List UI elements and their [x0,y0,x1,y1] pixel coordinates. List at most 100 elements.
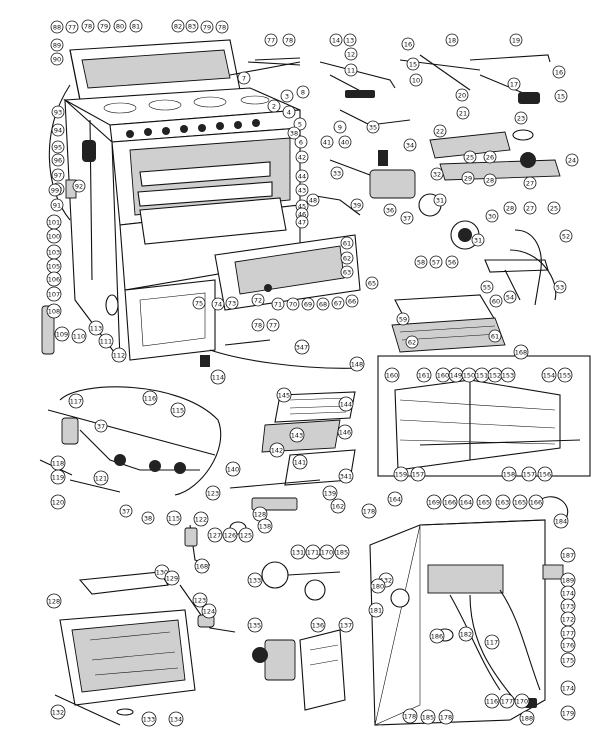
part-callout: 37 [119,504,133,518]
part-number: 29 [464,174,472,182]
part-number: 107 [48,290,60,298]
part-number: 143 [291,431,303,439]
part-callout: 79 [97,19,111,33]
part-number: 125 [240,531,252,539]
part-callout: 37 [94,419,108,433]
part-callout: 184 [553,513,569,529]
part-callout: 110 [71,328,87,344]
part-callout: 10 [409,73,423,87]
part-callout: 116 [484,693,500,709]
part-callout: 181 [368,602,384,618]
part-callout: 143 [289,427,305,443]
part-number: 77 [68,23,76,31]
part-number: 153 [502,371,514,379]
part-number: 45 [298,202,306,210]
part-callout: 90 [50,52,64,66]
part-number: 126 [224,531,236,539]
part-number: 94 [54,126,62,134]
part-number: 82 [174,22,182,30]
part-callout: 115 [170,402,186,418]
part-number: 110 [73,332,85,340]
part-number: 62 [408,338,416,346]
part-callout: 182 [458,626,474,642]
part-number: 16 [404,40,412,48]
part-number: 168 [196,562,208,570]
part-callout: 119 [50,469,66,485]
part-number: 115 [172,406,184,414]
part-callout: 19 [509,33,523,47]
part-number: 164 [460,498,472,506]
part-callout: 165 [512,494,528,510]
part-callout: 133 [141,711,157,727]
part-number: 166 [530,498,542,506]
part-callout: 7 [237,71,251,85]
part-callout: 52 [559,229,573,243]
part-number: 109 [56,330,68,338]
part-callout: 125 [238,527,254,543]
part-callout: 5 [293,117,307,131]
part-number: 15 [409,60,417,68]
part-callout: 31 [471,233,485,247]
part-number: 70 [289,300,297,308]
part-number: 27 [526,179,534,187]
part-number: 116 [144,394,156,402]
part-number: 148 [351,360,363,368]
part-callout: 93 [51,105,65,119]
part-callout: 179 [560,705,576,721]
part-callout: 83 [185,19,199,33]
part-callout: 159 [393,466,409,482]
part-callout: 160 [435,367,451,383]
part-callout: 117 [484,634,500,650]
part-callout: 155 [557,367,573,383]
part-number: 2 [272,102,276,110]
part-callout: 117 [68,393,84,409]
part-number: 27 [526,204,534,212]
part-callout: 157 [410,466,426,482]
part-number: 52 [562,232,570,240]
part-callout: 42 [295,150,309,164]
part-number: 90 [53,55,61,63]
part-callout: 139 [322,485,338,501]
part-callout: 55 [480,280,494,294]
part-callout: 158 [501,466,517,482]
part-callout: 107 [46,286,62,302]
part-number: 48 [309,196,317,204]
part-number: 57 [432,258,440,266]
part-number: 28 [486,176,494,184]
part-number: 74 [214,300,222,308]
part-callout: 80 [113,19,127,33]
part-callout: 57 [429,255,443,269]
part-callout: 94 [51,123,65,137]
part-number: 37 [97,422,105,430]
part-number: 55 [483,283,491,291]
part-callout: 70 [286,297,300,311]
part-number: 173 [562,602,574,610]
part-callout: 58 [414,255,428,269]
part-number: 151 [476,371,488,379]
part-number: 93 [54,108,62,116]
part-number: 170 [321,548,333,556]
part-callout: 103 [46,244,62,260]
part-callout: 79 [200,20,214,34]
part-number: 41 [323,138,331,146]
part-callout: 96 [51,153,65,167]
part-number: 181 [370,606,382,614]
part-callout: 161 [416,367,432,383]
part-callout: 53 [553,280,567,294]
part-number: 16 [555,68,563,76]
part-callout: 23 [514,111,528,125]
part-number: 170 [516,697,528,705]
part-callout: 126 [222,527,238,543]
part-callout: 82 [171,19,185,33]
part-callout: 77 [65,20,79,34]
part-number: 131 [292,548,304,556]
part-number: 20 [458,91,466,99]
part-number: 168 [515,348,527,356]
part-number: 117 [486,638,498,646]
part-callout: 170 [319,544,335,560]
part-callout: 24 [565,153,579,167]
part-callout: 123 [205,485,221,501]
part-number: 177 [562,629,574,637]
part-callout: 32 [430,167,444,181]
part-callout: 168 [513,344,529,360]
